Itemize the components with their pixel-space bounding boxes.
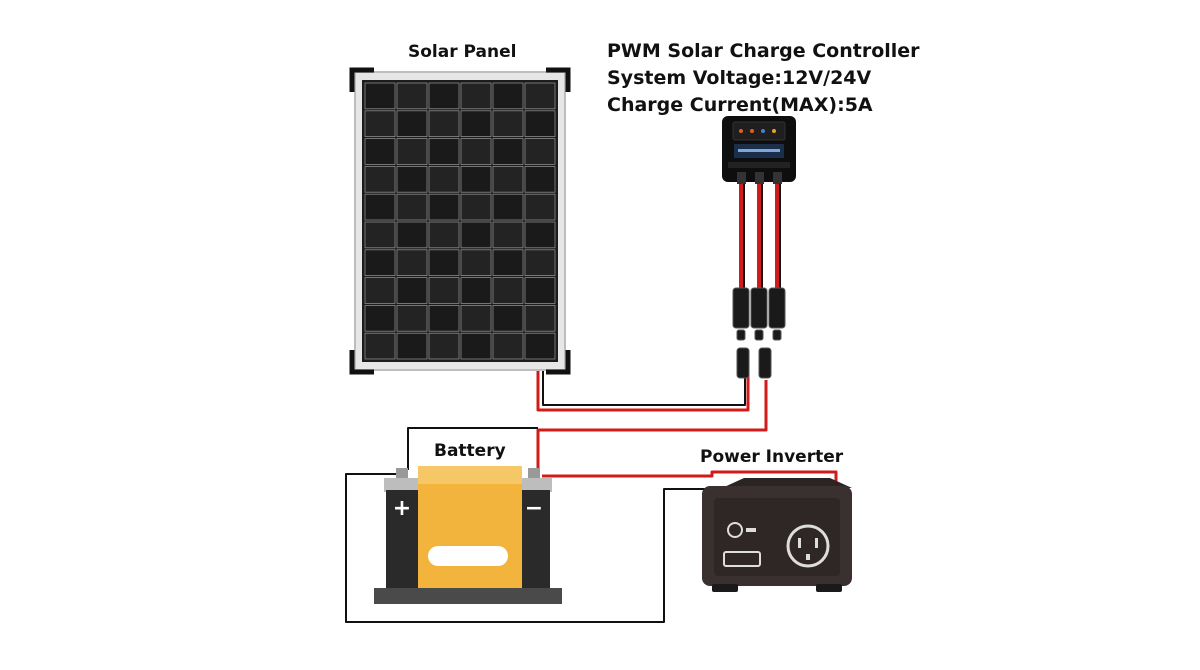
solar-cell: [460, 138, 492, 165]
solar-cell: [492, 82, 524, 110]
solar-cell: [364, 82, 396, 110]
solar-cell: [524, 82, 556, 110]
solar-cell: [524, 249, 556, 277]
sae-connector: [754, 329, 764, 341]
solar-cell: [460, 332, 492, 360]
sae-connector: [736, 329, 746, 341]
solar-cell: [364, 249, 396, 277]
solar-cell: [396, 165, 428, 193]
panel-corner: [546, 350, 571, 375]
solar-cell: [396, 221, 428, 249]
panel-negative-wire: [542, 370, 746, 406]
battery-negative-terminal: −: [525, 496, 543, 521]
solar-cell: [364, 193, 396, 221]
solar-cell: [364, 221, 396, 249]
usb-port-icon: [723, 551, 761, 567]
power-inverter: [702, 478, 852, 592]
solar-cell: [524, 332, 556, 360]
solar-cells: [364, 82, 556, 360]
panel-positive-wire: [536, 370, 750, 412]
solar-cell: [364, 110, 396, 138]
solar-cell: [492, 277, 524, 304]
sae-connector: [768, 287, 786, 329]
solar-cell: [428, 165, 460, 193]
sae-connectors: [732, 287, 786, 379]
solar-cell: [460, 277, 492, 304]
sae-connector: [758, 347, 772, 379]
solar-cell: [364, 304, 396, 332]
solar-cell: [428, 138, 460, 165]
solar-cell: [428, 193, 460, 221]
solar-cell: [396, 193, 428, 221]
battery: + −: [374, 466, 562, 604]
panel-corner: [349, 67, 374, 92]
solar-cell: [492, 304, 524, 332]
battery-label: Battery: [434, 441, 506, 461]
solar-cell: [524, 138, 556, 165]
controller-title: PWM Solar Charge Controller: [607, 40, 920, 62]
battery-black-loop: [407, 427, 538, 470]
battery-inverter-red-wire: [542, 470, 838, 486]
controller-spec-block: PWM Solar Charge Controller System Volta…: [607, 38, 920, 119]
solar-cell: [460, 193, 492, 221]
ac-outlet-icon: [786, 524, 830, 568]
solar-cell: [460, 221, 492, 249]
solar-cell: [428, 277, 460, 304]
solar-panel: [349, 67, 571, 375]
solar-cell: [460, 110, 492, 138]
solar-cell: [492, 221, 524, 249]
solar-cell: [492, 193, 524, 221]
solar-cell: [396, 304, 428, 332]
power-inverter-label: Power Inverter: [700, 447, 844, 467]
controller-battery-wire: [536, 380, 768, 470]
solar-cell: [492, 138, 524, 165]
controller-voltage: System Voltage:12V/24V: [607, 67, 872, 89]
solar-cell: [524, 165, 556, 193]
solar-cell: [396, 277, 428, 304]
power-button-icon: [727, 522, 743, 538]
wiring: [345, 370, 838, 623]
sae-connector: [732, 287, 750, 329]
solar-cell: [524, 277, 556, 304]
solar-cell: [460, 165, 492, 193]
solar-cell: [428, 221, 460, 249]
solar-cell: [524, 304, 556, 332]
solar-cell: [396, 82, 428, 110]
solar-cell: [460, 249, 492, 277]
solar-cell: [492, 249, 524, 277]
solar-cell: [428, 332, 460, 360]
panel-corner: [546, 67, 571, 92]
battery-positive-terminal: +: [393, 496, 411, 521]
solar-cell: [396, 332, 428, 360]
controller-current: Charge Current(MAX):5A: [607, 94, 873, 116]
sae-connector: [772, 329, 782, 341]
controller-cables: [739, 184, 781, 290]
battery-inverter-black-wire: [345, 473, 722, 623]
solar-cell: [460, 82, 492, 110]
solar-cell: [524, 221, 556, 249]
solar-cell: [364, 165, 396, 193]
panel-corner: [349, 350, 374, 375]
solar-panel-label: Solar Panel: [408, 42, 517, 62]
solar-cell: [492, 165, 524, 193]
solar-cell: [428, 110, 460, 138]
solar-cell: [396, 138, 428, 165]
solar-cell: [396, 249, 428, 277]
solar-cell: [396, 110, 428, 138]
solar-cell: [524, 193, 556, 221]
solar-cell: [428, 304, 460, 332]
sae-connector: [736, 347, 750, 379]
solar-cell: [428, 249, 460, 277]
solar-cell: [428, 82, 460, 110]
solar-cell: [492, 332, 524, 360]
solar-cell: [524, 110, 556, 138]
solar-cell: [492, 110, 524, 138]
solar-cell: [364, 332, 396, 360]
solar-cell: [364, 138, 396, 165]
solar-cell: [364, 277, 396, 304]
sae-connector: [750, 287, 768, 329]
charge-controller: [722, 116, 796, 184]
solar-cell: [460, 304, 492, 332]
